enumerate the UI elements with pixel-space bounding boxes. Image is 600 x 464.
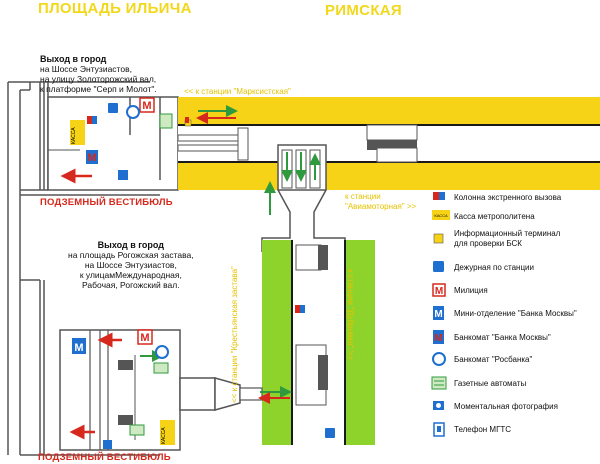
exit-bottom-line: на площадь Рогожская застава, [68, 250, 194, 260]
ticket-office-icon: КАССА [432, 210, 450, 220]
emergency-column-icon [92, 116, 97, 124]
legend-text: Банкомат "Банка Москвы" [454, 333, 551, 342]
exit-bottom-text: Выход в город на площадь Рогожская заста… [68, 240, 194, 290]
mgts-phone-icon [433, 422, 445, 437]
rosbank-atm-icon [432, 352, 446, 366]
legend-text: Информационный терминал [454, 229, 561, 238]
direction-aviamotornaya-line1: к станции [345, 192, 381, 201]
station-title-ploshchad-ilyicha: ПЛОЩАДЬ ИЛЬИЧА [38, 0, 192, 17]
militia-icon: M [432, 283, 446, 297]
photo-booth-icon [433, 401, 444, 410]
bank-office-icon: M [72, 338, 86, 354]
direction-aviamotornaya-line2: "Авиамоторная" >> [345, 202, 417, 211]
svg-text:M: M [74, 342, 83, 354]
station-duty-icon [325, 428, 335, 438]
exit-bottom-line: на Шоссе Энтузиастов, [84, 260, 177, 270]
emergency-column-icon [185, 117, 189, 123]
ticket-office-icon [70, 120, 85, 145]
vestibule-top-label: ПОДЗЕМНЫЙ ВЕСТИБЮЛЬ [40, 197, 173, 208]
legend-icons: КАССА M M M [431, 192, 450, 437]
legend-text: Дежурная по станции [454, 263, 534, 272]
militia-icon: M [137, 329, 153, 345]
direction-dubrovka: к станции "Дубровка" >> [345, 269, 355, 360]
exit-top-line: к платформе "Серп и Молот". [40, 84, 157, 94]
newspaper-machine-icon [129, 424, 145, 436]
map-icons-bottom: M M [72, 305, 335, 449]
map-icons-top: M M [70, 97, 192, 180]
kassa-label-bottom: КАССА [161, 427, 167, 444]
station-duty-icon [108, 103, 118, 113]
ilyicha-platform [177, 97, 600, 190]
bank-office-icon: M [433, 306, 444, 320]
emergency-column-icon [300, 305, 305, 313]
legend-text: Моментальная фотография [454, 402, 558, 411]
exit-top-line: на Шоссе Энтузиастов, [40, 64, 132, 74]
photo-booth-icon [103, 440, 112, 449]
rosbank-atm-icon [155, 345, 169, 359]
ilyicha-escalators [277, 144, 327, 191]
rosbank-atm-icon [126, 105, 140, 119]
newspaper-machine-icon [153, 362, 169, 374]
legend-text: Колонна экстренного вызова [454, 193, 562, 202]
station-duty-icon [433, 261, 444, 272]
direction-krestyanskaya: << к станции "Крестьянская застава" [229, 266, 239, 403]
direction-marksistskaya: << к станции "Марксистская" [184, 87, 291, 96]
exit-bottom-title: Выход в город [97, 240, 164, 250]
photo-booth-icon [118, 170, 128, 180]
svg-text:M: M [435, 286, 443, 297]
bank-atm-icon: M [86, 150, 98, 164]
newspaper-machine-icon [159, 113, 173, 129]
info-terminal-icon [433, 233, 444, 244]
exit-bottom-line: к улицамМеждународная, [79, 270, 182, 280]
svg-text:M: M [87, 152, 96, 164]
emergency-column-icon [295, 305, 300, 313]
left-passage-walls [7, 81, 160, 456]
legend-text: Газетные автоматы [454, 379, 527, 388]
rimskaya-platform [262, 240, 375, 445]
vestibule-bottom-label: ПОДЗЕМНЫЙ ВЕСТИБЮЛЬ [38, 452, 171, 463]
kassa-label-top: КАССА [71, 127, 77, 144]
legend-text: для проверки БСК [454, 239, 522, 248]
legend-text: Телефон МГТС [454, 425, 512, 434]
exit-top-line: на улицу Золоторожский вал, [40, 74, 157, 84]
newspaper-machine-icon [431, 376, 447, 390]
svg-text:M: M [434, 309, 442, 320]
legend-text: Банкомат "Росбанка" [454, 355, 533, 364]
svg-text:M: M [142, 100, 151, 112]
legend-text: Мини-отделение "Банка Москвы" [454, 309, 577, 318]
station-title-rimskaya: РИМСКАЯ [325, 2, 402, 19]
emergency-column-icon [87, 116, 92, 124]
svg-text:КАССА: КАССА [434, 213, 448, 218]
legend-text: Милиция [454, 286, 488, 295]
exit-top-title: Выход в город [40, 54, 107, 64]
legend-text: Касса метрополитена [454, 212, 535, 221]
flow-arrows [60, 105, 292, 440]
militia-icon: M [139, 97, 155, 113]
bank-atm-icon: M [433, 330, 444, 344]
ticket-office-icon [160, 420, 175, 445]
svg-text:M: M [434, 333, 442, 344]
svg-text:M: M [140, 332, 149, 344]
exit-bottom-line: Рабочая, Рогожский вал. [82, 280, 180, 290]
emergency-column-icon [433, 192, 445, 200]
exit-top-text: Выход в город на Шоссе Энтузиастов, на у… [40, 54, 157, 94]
